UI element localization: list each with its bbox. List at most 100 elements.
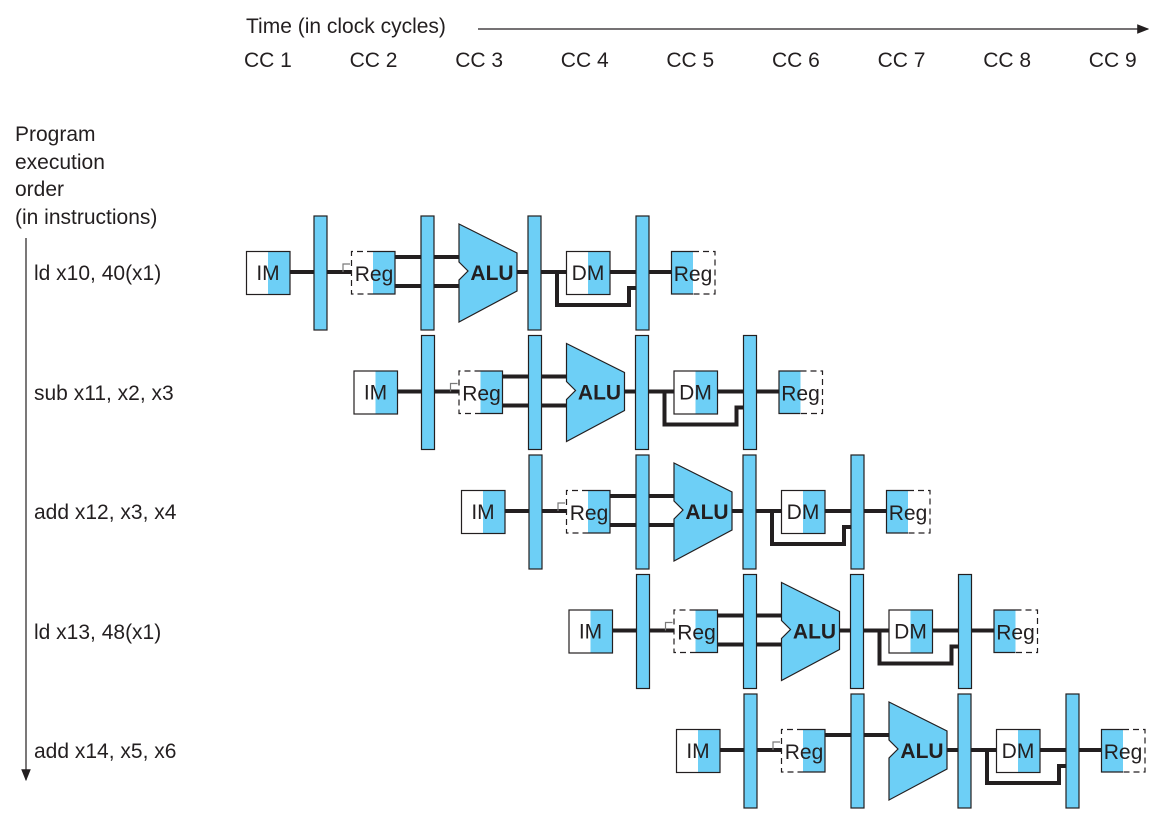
order-label-line: order <box>15 178 65 201</box>
bypass-wire <box>770 511 851 546</box>
pipeline-register-4 <box>635 215 650 331</box>
alu-block <box>673 462 733 563</box>
clock-cycle-label: CC 9 <box>1088 49 1137 72</box>
pipeline-register-2 <box>742 573 758 690</box>
reg-write-fill <box>671 251 693 294</box>
data-memory-block <box>995 728 1041 774</box>
alu-label: ALU <box>900 740 943 763</box>
reg-write-dashed-edge <box>693 250 716 295</box>
alu-label: ALU <box>470 262 513 285</box>
pipeline-register-3 <box>957 693 972 809</box>
register-file-write-block <box>1100 728 1123 773</box>
instruction-memory-block <box>568 609 614 654</box>
reg-write-fill <box>778 370 801 414</box>
register-file-write-block <box>778 370 801 415</box>
reg-read-dashed-edge <box>673 609 696 654</box>
reg-read-fill <box>803 729 825 772</box>
instruction-label: add x12, x3, x4 <box>34 501 177 524</box>
data-memory-block <box>780 489 826 535</box>
reg-read-fill <box>373 251 395 294</box>
alu-block <box>888 701 948 802</box>
dm-label: DM <box>572 262 605 285</box>
pipeline-register-1 <box>635 573 651 690</box>
reg-port-bracket <box>557 502 565 511</box>
im-label: IM <box>256 262 279 285</box>
im-label: IM <box>471 501 494 524</box>
pipeline-register-1 <box>743 693 758 809</box>
dm-fill <box>588 251 610 294</box>
pipeline-register-1 <box>420 334 436 451</box>
reg-read-label: Reg <box>355 263 394 286</box>
register-file-read-block <box>480 370 504 415</box>
clock-cycle-label: CC 3 <box>455 49 504 72</box>
pipeline-register-3 <box>742 454 757 570</box>
instruction-label: add x14, x5, x6 <box>34 740 177 763</box>
clock-cycle-label: CC 5 <box>666 49 715 72</box>
register-file-read-block <box>695 609 719 654</box>
reg-port-bracket <box>772 741 780 750</box>
pipeline-register-2 <box>420 215 435 331</box>
im-label: IM <box>686 740 709 763</box>
reg-read-fill <box>695 609 718 653</box>
register-file-write-block <box>885 489 908 534</box>
reg-read-dashed-edge <box>350 250 373 295</box>
clock-cycle-label: CC 7 <box>877 49 926 72</box>
reg-write-label: Reg <box>781 383 820 406</box>
reg-port-bracket <box>449 382 458 392</box>
reg-read-label: Reg <box>570 502 609 525</box>
dm-label: DM <box>679 382 712 405</box>
pipeline-register-3 <box>634 334 650 451</box>
program-order-label: Program execution order (in instructions… <box>15 121 157 231</box>
reg-read-dashed-edge <box>780 728 803 773</box>
reg-write-label: Reg <box>674 263 713 286</box>
reg-write-dashed-edge <box>1015 609 1039 654</box>
dm-fill <box>1018 729 1040 772</box>
im-label: IM <box>364 382 387 405</box>
instruction-memory-block <box>245 250 291 296</box>
pipeline-register-2 <box>850 693 865 809</box>
reg-write-fill <box>993 609 1016 653</box>
data-memory-block <box>673 370 719 415</box>
alu-block <box>565 342 626 443</box>
dm-label: DM <box>787 501 820 524</box>
alu-block <box>458 223 518 324</box>
pipeline-register-4 <box>957 573 973 690</box>
reg-port-bracket <box>342 263 350 272</box>
reg-write-fill <box>886 490 908 533</box>
reg-read-dashed-edge <box>565 489 588 534</box>
alu-block <box>780 581 841 682</box>
reg-port-bracket <box>664 621 673 631</box>
data-memory-block <box>565 250 611 296</box>
pipeline-register-2 <box>527 334 543 451</box>
pipeline-register-1 <box>528 454 543 570</box>
clock-cycle-label: CC 2 <box>349 49 398 72</box>
register-file-read-block <box>803 728 826 773</box>
dm-label: DM <box>1002 740 1035 763</box>
pipeline-register-4 <box>1065 693 1080 809</box>
reg-write-dashed-edge <box>800 370 824 415</box>
pipeline-row: IM Reg ALU DM Reg <box>245 215 716 331</box>
reg-write-dashed-edge <box>908 489 931 534</box>
pipeline-register-4 <box>850 454 865 570</box>
data-memory-block <box>888 609 934 654</box>
register-file-write-block <box>670 250 693 295</box>
order-label-line: Program <box>15 123 96 146</box>
instruction-label: ld x13, 48(x1) <box>34 620 162 644</box>
register-file-write-block <box>993 609 1016 654</box>
reg-write-dashed-edge <box>1123 728 1146 773</box>
instruction-memory-block <box>353 370 399 415</box>
reg-read-dashed-edge <box>458 370 481 415</box>
alu-label: ALU <box>793 621 836 644</box>
reg-write-label: Reg <box>996 622 1035 645</box>
register-file-read-block <box>373 250 396 295</box>
bypass-wire <box>877 630 959 666</box>
pipeline-register-4 <box>742 334 758 451</box>
clock-cycle-label: CC 6 <box>772 49 820 72</box>
pipeline-register-1 <box>313 215 328 331</box>
instruction-memory-block <box>675 728 721 774</box>
bypass-wire <box>985 750 1066 785</box>
